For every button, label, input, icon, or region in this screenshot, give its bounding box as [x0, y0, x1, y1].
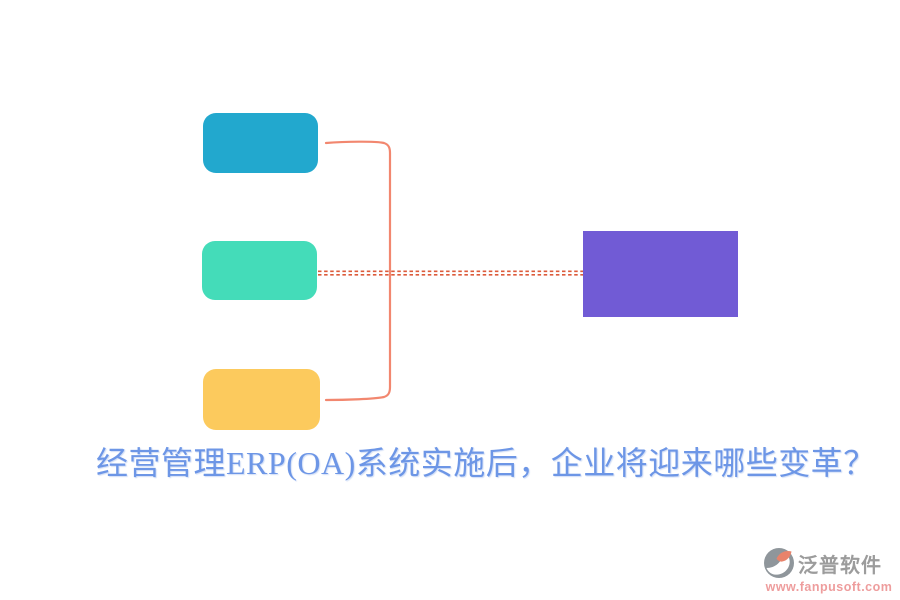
fanpu-logo-icon: [764, 548, 794, 578]
node-top-item[interactable]: [203, 113, 318, 173]
bracket-connector: [324, 140, 392, 402]
brand-url: www.fanpusoft.com: [765, 580, 893, 594]
watermark: 泛普软件 www.fanpusoft.com: [763, 547, 895, 594]
node-bottom-item[interactable]: [203, 369, 320, 430]
page-title: 经营管理ERP(OA)系统实施后，企业将迎来哪些变革？: [96, 445, 876, 481]
brand-name: 泛普软件: [798, 554, 882, 577]
watermark-brand-row: 泛普软件: [763, 547, 895, 579]
node-result-item[interactable]: [583, 231, 738, 317]
node-middle-item[interactable]: [202, 241, 317, 300]
